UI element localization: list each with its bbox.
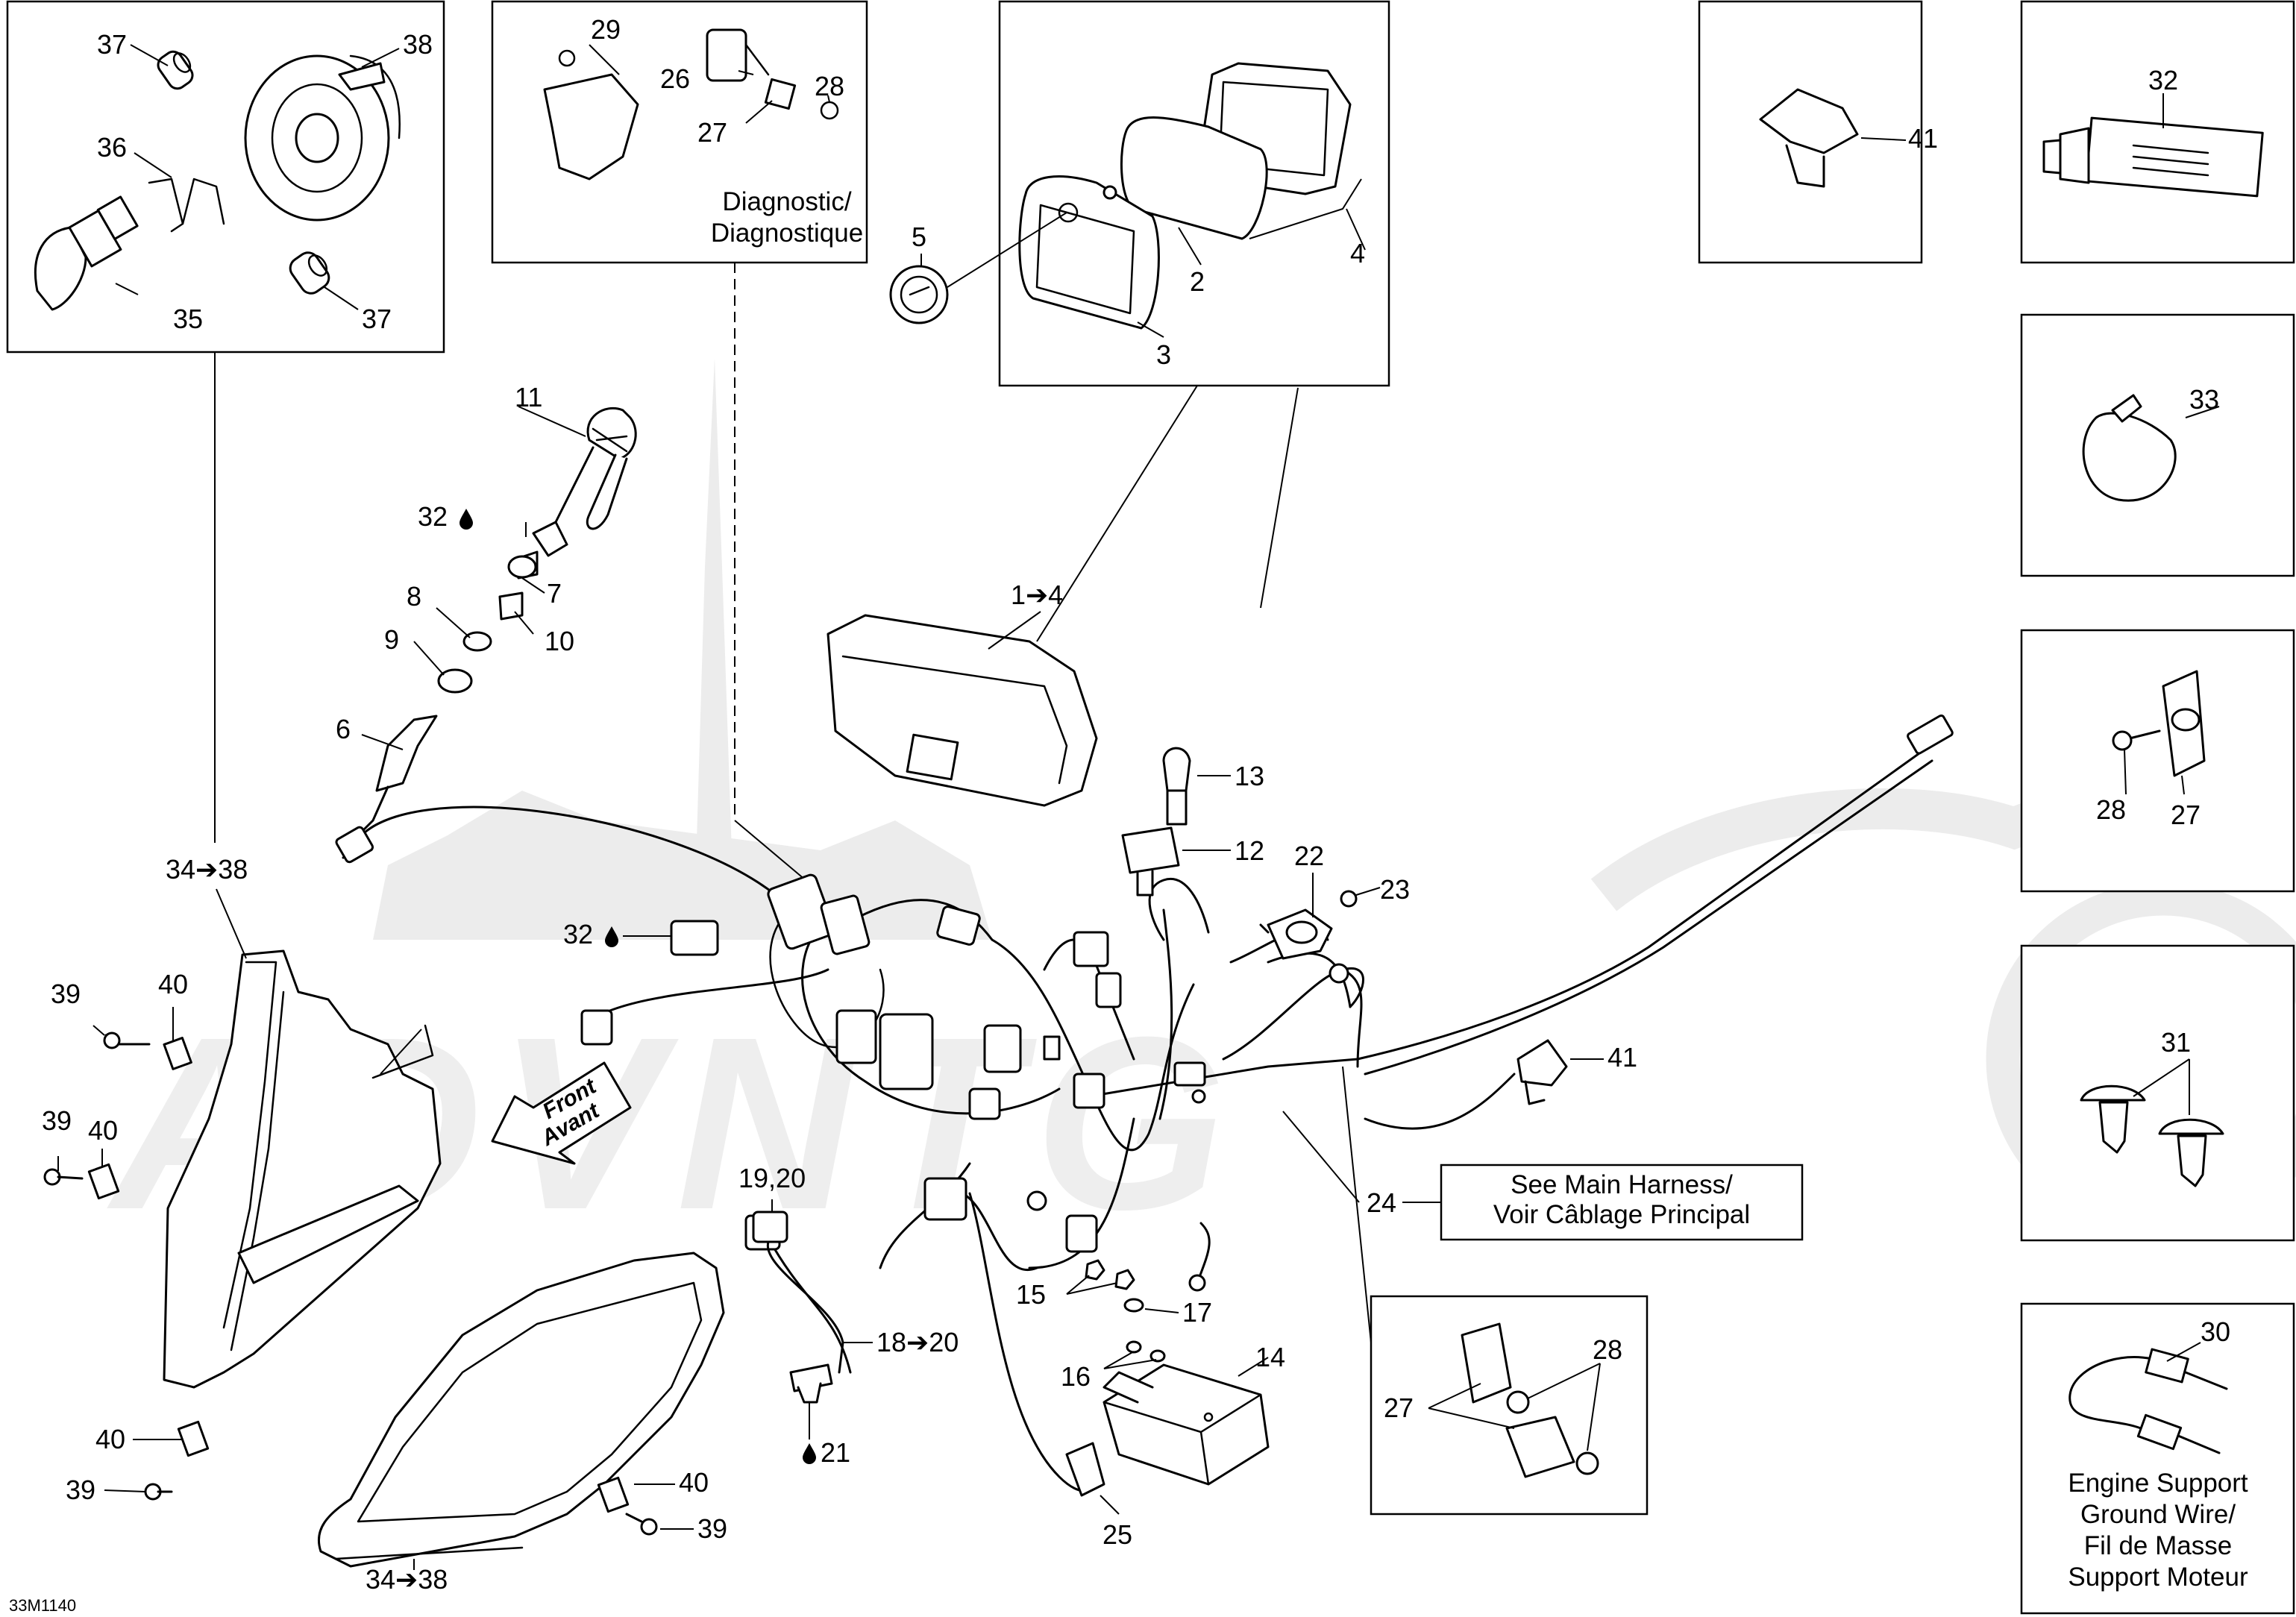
callout-1-4: 1➔4 [1011,580,1063,610]
callout-16: 16 [1061,1361,1091,1392]
callout-4: 4 [1350,238,1365,269]
grease-tube-group [2042,93,2264,198]
callout-33: 33 [2189,384,2219,415]
callout-6: 6 [336,714,351,744]
callout-12: 12 [1235,835,1264,866]
callout-27-detail: 27 [1384,1392,1414,1423]
regulator-group [1065,1259,1270,1515]
callout-34-38-bottom: 34➔38 [366,1564,448,1595]
callout-35: 35 [173,304,203,334]
callout-28-frame: 28 [2096,794,2126,825]
clip-nut-group [2112,670,2206,795]
callout-41-harness: 41 [1607,1042,1637,1073]
callout-21-group: 21 [803,1437,850,1468]
gauge-housing [827,611,1098,807]
headlamp-right [317,1252,725,1570]
callout-37-bottom: 37 [362,304,392,334]
headlamp-bulb-group [34,44,401,311]
main-harness-caption-fr: Voir Câblage Principal [1493,1200,1750,1229]
callout-32-harness: 32 [563,919,593,949]
callout-17: 17 [1182,1297,1212,1328]
callout-27-diag: 27 [697,117,727,148]
callout-25: 25 [1102,1519,1132,1550]
callout-8: 8 [407,581,421,612]
drop-icon [803,1443,816,1464]
harness-bundle [769,908,885,1049]
callout-32-harness-group: 32 [563,919,671,949]
drop-icon [459,509,473,530]
headlamp-left [163,888,442,1389]
callout-21: 21 [821,1437,850,1468]
callout-36: 36 [97,132,127,163]
ground-wire-caption-3: Fil de Masse [2084,1531,2232,1560]
ground-wire-group [2068,1342,2228,1454]
diagnostic-caption-en: Diagnostic/ [722,187,851,216]
diagnostic-caption-fr: Diagnostique [711,219,863,248]
callout-11: 11 [515,382,542,412]
callout-32-frame: 32 [2148,65,2178,95]
callout-5: 5 [912,222,926,252]
callout-30: 30 [2201,1316,2230,1347]
callout-39-b: 39 [42,1105,72,1136]
callout-10: 10 [545,626,574,656]
callout-37-top: 37 [97,29,127,60]
callout-28-diag: 28 [815,71,844,101]
assembly-leaders [214,263,1372,1343]
clip-nut-frame [2020,629,2295,893]
main-harness-box [1440,1164,1804,1241]
tie-strap-group [2082,394,2220,502]
callout-18-20: 18➔20 [876,1327,959,1357]
gauge-assembly-group [889,62,1366,338]
callout-23: 23 [1380,874,1410,905]
callout-3: 3 [1156,339,1171,370]
tether-cord-group [335,406,637,864]
callout-24: 24 [1367,1187,1396,1218]
callout-40-b: 40 [88,1115,118,1146]
callout-38: 38 [403,29,433,60]
clip-41-group [1759,88,1907,188]
ground-wire-caption-4: Support Moteur [2068,1563,2248,1592]
temp-sensor-group [752,1199,873,1439]
callout-39-a: 39 [51,979,81,1009]
fasteners [43,1007,694,1536]
connectors [580,714,1954,1292]
switch-parts [1121,747,1381,984]
main-harness-caption-en: See Main Harness/ [1511,1170,1733,1199]
diagnostic-group [543,28,839,180]
callout-34-38-top: 34➔38 [166,854,248,885]
callout-9: 9 [384,624,399,655]
clip-detail-group [1428,1322,1601,1478]
callout-39-c: 39 [66,1475,95,1505]
callout-19-20: 19,20 [738,1163,806,1193]
callout-13: 13 [1235,761,1264,791]
callout-2: 2 [1190,266,1205,297]
ground-wire-caption-1: Engine Support [2068,1469,2248,1498]
callout-40-a: 40 [158,969,188,999]
callout-32-group: 32 [418,501,473,532]
callout-22: 22 [1294,841,1324,871]
callout-40-c: 40 [95,1424,125,1454]
rivet-group [2080,1058,2224,1187]
ground-wire-caption-2: Ground Wire/ [2080,1500,2236,1529]
callout-28-detail: 28 [1593,1334,1622,1365]
callout-39-d: 39 [697,1513,727,1544]
callout-14: 14 [1255,1342,1285,1372]
callout-26: 26 [660,63,690,94]
callout-29: 29 [591,14,621,45]
callout-41-frame: 41 [1908,123,1938,154]
callout-31: 31 [2161,1027,2191,1058]
callout-27-frame: 27 [2171,800,2201,830]
callout-7: 7 [547,578,562,609]
callout-32-cord: 32 [418,501,448,532]
drawing-code: 33M1140 [9,1596,76,1615]
callout-15: 15 [1016,1279,1046,1310]
rivet-frame [2020,944,2295,1242]
callout-40-d: 40 [679,1467,709,1498]
wiring-harness [342,748,1933,1492]
